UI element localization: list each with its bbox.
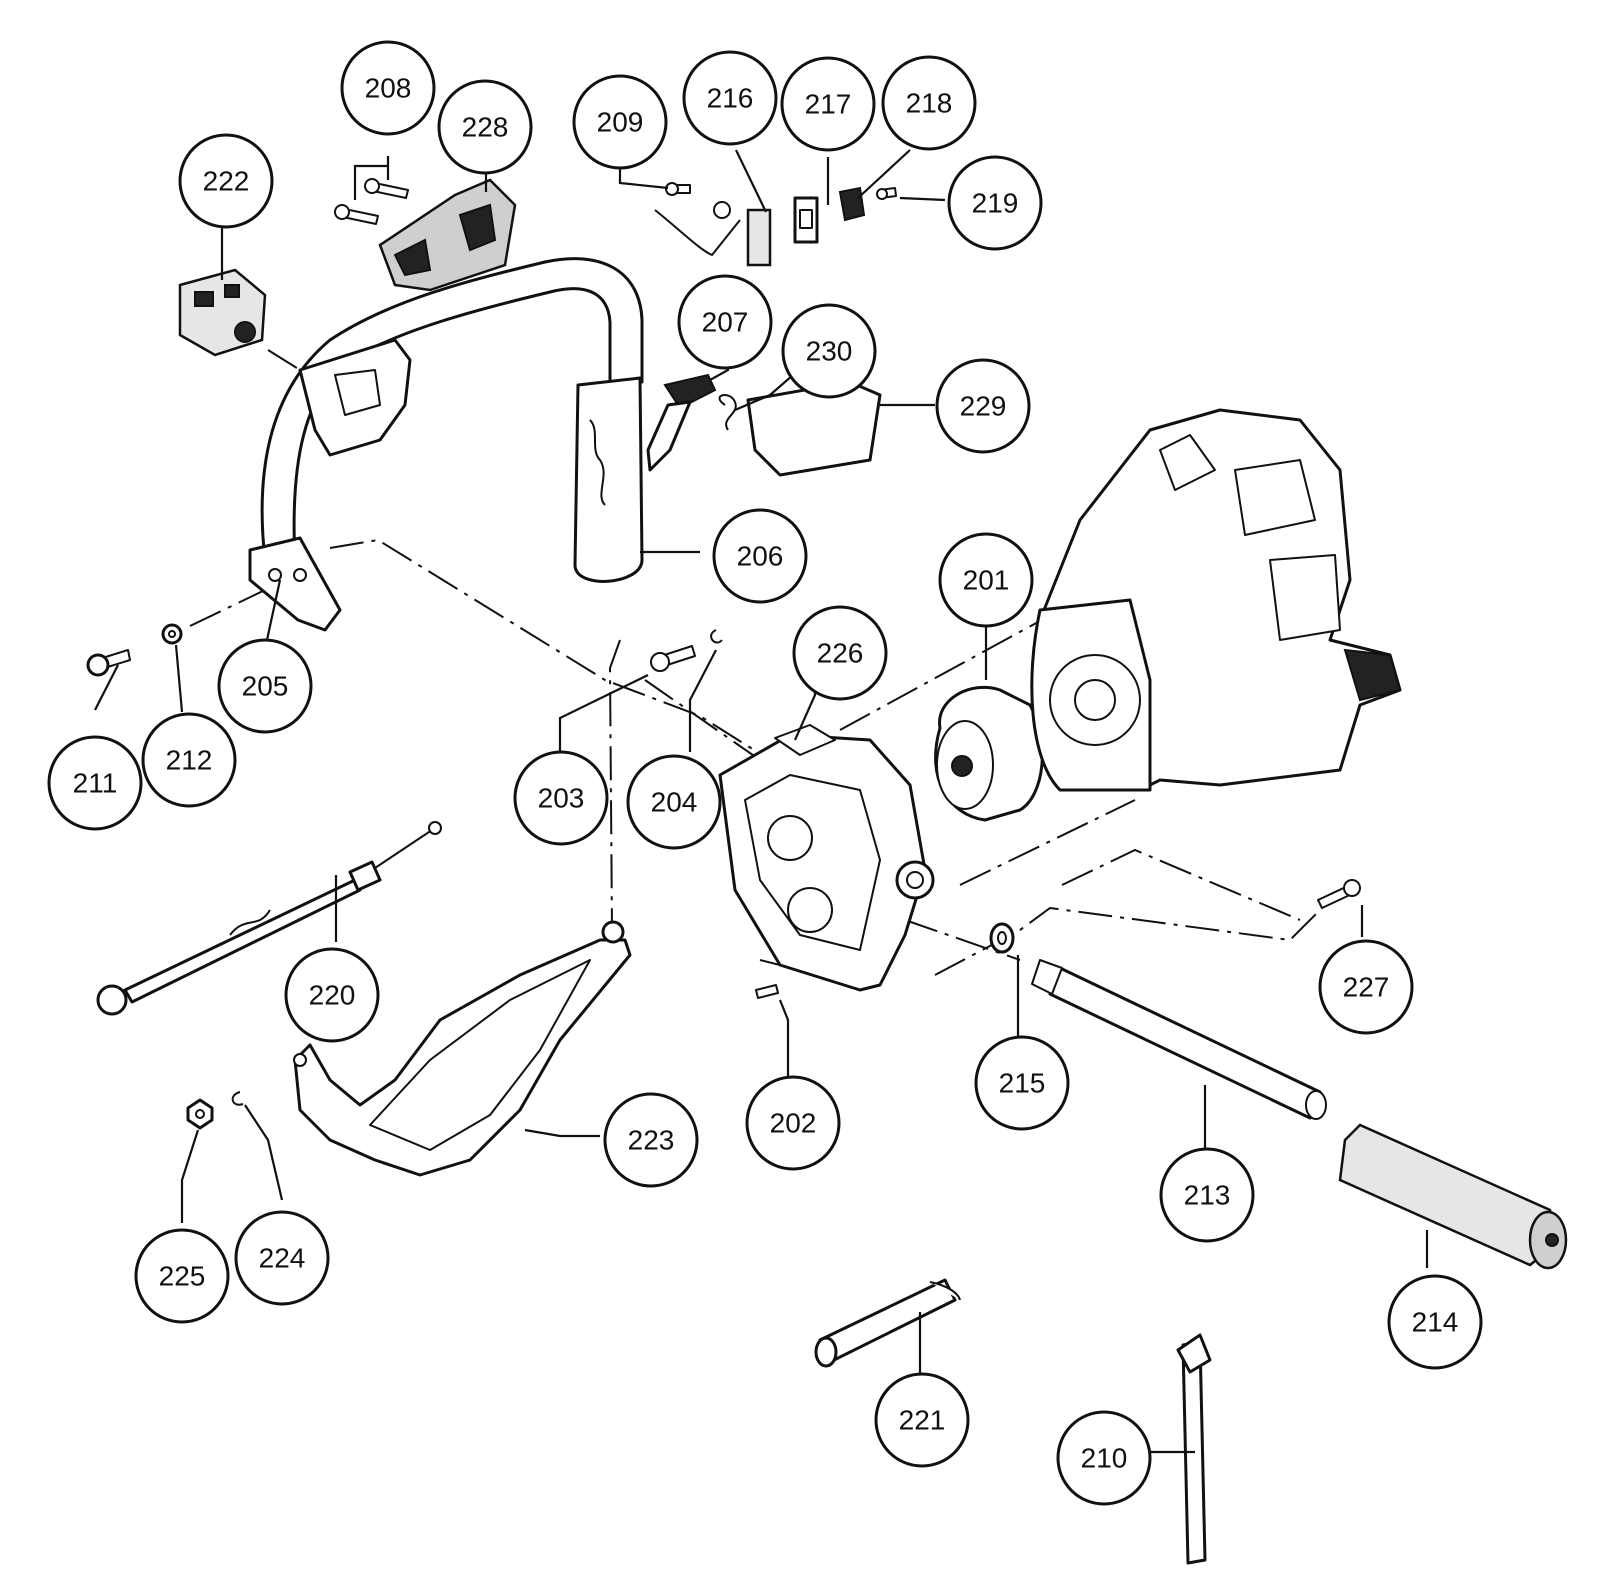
- engine-drawing: [1030, 408, 1402, 792]
- callout-219: 219: [947, 155, 1043, 251]
- tool-drawing: [1176, 1333, 1212, 1565]
- callout-208-label: 208: [365, 73, 412, 104]
- switch-parts-drawing: [654, 182, 897, 267]
- tube-drawing: [1031, 959, 1327, 1120]
- callout-210: 210: [1056, 1410, 1152, 1506]
- callout-211-label: 211: [73, 768, 118, 799]
- pin-drawing: [755, 984, 779, 999]
- callout-222-label: 222: [203, 166, 250, 197]
- callout-226-label: 226: [817, 638, 864, 669]
- callout-228: 228: [437, 79, 533, 175]
- callout-227-label: 227: [1343, 972, 1390, 1003]
- callout-207: 207: [677, 274, 773, 370]
- callout-228-label: 228: [462, 112, 509, 143]
- bolt-clip-drawing: [650, 629, 723, 672]
- callout-201-label: 201: [963, 565, 1010, 596]
- callout-221-label: 221: [899, 1405, 946, 1436]
- callout-216: 216: [682, 50, 778, 146]
- grip-drawing: [573, 376, 644, 583]
- callout-229: 229: [935, 358, 1031, 454]
- callout-226: 226: [792, 605, 888, 701]
- callout-212: 212: [141, 712, 237, 808]
- callout-229-label: 229: [960, 391, 1007, 422]
- nut-clip-drawing: [186, 1091, 244, 1130]
- callout-223-label: 223: [628, 1125, 675, 1156]
- callout-224-label: 224: [259, 1243, 306, 1274]
- gear-case-drawing: [718, 724, 935, 992]
- side-grip-drawing: [1338, 1123, 1568, 1270]
- callout-218-label: 218: [906, 88, 953, 119]
- short-tube-drawing: [814, 1278, 961, 1368]
- washer-215-drawing: [989, 922, 1015, 954]
- clamp-housing-drawing: [378, 178, 517, 292]
- callout-230-label: 230: [806, 336, 853, 367]
- handle-bar-drawing: [248, 257, 644, 632]
- callout-230: 230: [781, 303, 877, 399]
- callout-219-label: 219: [972, 188, 1019, 219]
- clutch-drum-drawing: [934, 685, 1044, 822]
- bolt-washer-drawing: [86, 623, 183, 677]
- callout-206: 206: [712, 508, 808, 604]
- spring-drawing: [718, 394, 737, 431]
- throttle-lever-drawing: [646, 373, 717, 472]
- callout-218: 218: [881, 55, 977, 151]
- callout-224: 224: [234, 1210, 330, 1306]
- callout-216-label: 216: [707, 83, 754, 114]
- callout-207-label: 207: [702, 307, 749, 338]
- callout-204-label: 204: [651, 787, 698, 818]
- callout-227: 227: [1318, 939, 1414, 1035]
- callout-210-label: 210: [1081, 1443, 1128, 1474]
- callout-211: 211: [47, 735, 143, 831]
- callout-203-label: 203: [538, 783, 585, 814]
- callout-213-label: 213: [1184, 1180, 1231, 1211]
- callout-202: 202: [745, 1075, 841, 1171]
- callout-223: 223: [603, 1092, 699, 1188]
- barrier-drawing: [293, 920, 632, 1177]
- callout-222: 222: [178, 133, 274, 229]
- callout-225: 225: [134, 1228, 230, 1324]
- callout-212-label: 212: [166, 745, 213, 776]
- switch-drawing: [178, 268, 267, 357]
- callout-209: 209: [572, 74, 668, 170]
- callout-220: 220: [284, 947, 380, 1043]
- screws-208-drawing: [334, 178, 409, 225]
- callout-205: 205: [217, 638, 313, 734]
- callout-215: 215: [974, 1035, 1070, 1131]
- callout-209-label: 209: [597, 107, 644, 138]
- callouts: 201 202 203 204 205 206 207 208 209 210 …: [47, 40, 1483, 1506]
- callout-214-label: 214: [1412, 1307, 1459, 1338]
- callout-204: 204: [626, 754, 722, 850]
- callout-225-label: 225: [159, 1261, 206, 1292]
- callout-203: 203: [513, 750, 609, 846]
- callout-206-label: 206: [737, 541, 784, 572]
- callout-221: 221: [874, 1372, 970, 1468]
- callout-205-label: 205: [242, 671, 289, 702]
- callout-213: 213: [1159, 1147, 1255, 1243]
- callout-215-label: 215: [999, 1068, 1046, 1099]
- callout-202-label: 202: [770, 1108, 817, 1139]
- callout-217: 217: [780, 56, 876, 152]
- callout-217-label: 217: [805, 89, 852, 120]
- throttle-cable-drawing: [96, 821, 442, 1016]
- callout-201: 201: [938, 532, 1034, 628]
- bolt-227-drawing: [1317, 879, 1361, 909]
- callout-214: 214: [1387, 1274, 1483, 1370]
- callout-208: 208: [340, 40, 436, 136]
- callout-220-label: 220: [309, 980, 356, 1011]
